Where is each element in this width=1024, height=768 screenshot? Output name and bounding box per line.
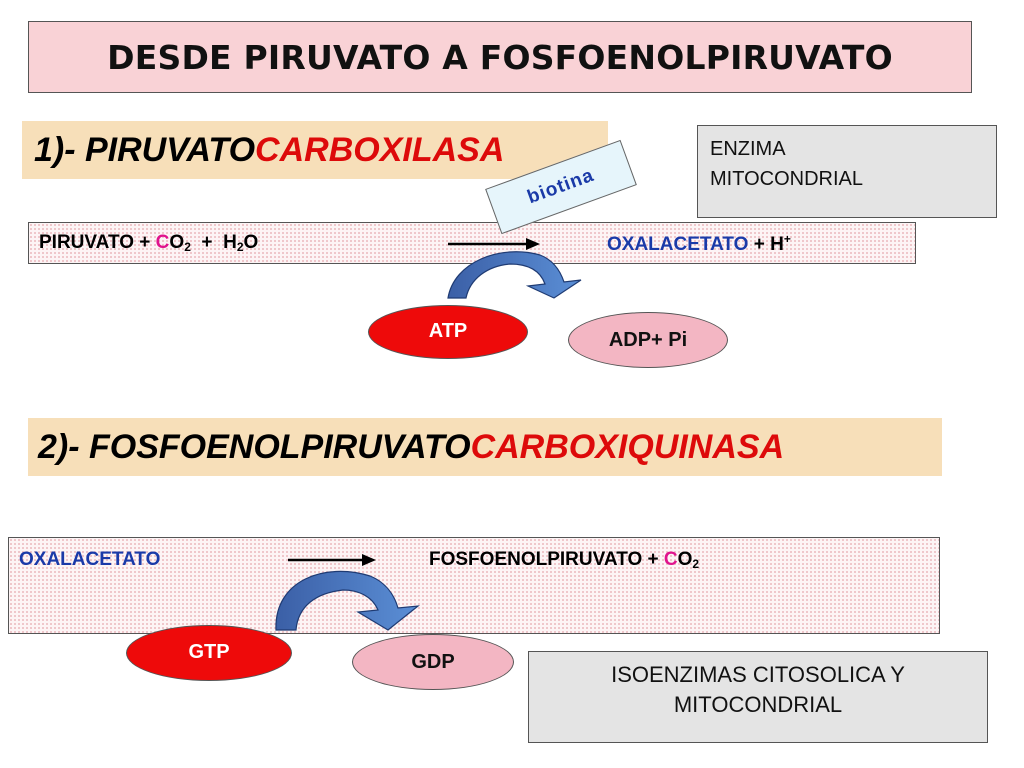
reaction1-box: PIRUVATO + CO2 + H2O OXALACETATO + H+: [28, 222, 916, 264]
reaction1-arrow: [448, 238, 540, 250]
co2-oxygen: O: [677, 549, 693, 570]
atp-ellipse: ATP: [368, 305, 528, 359]
reactant-piruvato: PIRUVATO: [39, 232, 135, 253]
h2o-subscript: 2: [236, 240, 244, 254]
co2-subscript: 2: [692, 557, 700, 571]
h2o-oxygen: O: [243, 232, 259, 253]
step1-prefix: 1)- PIRUVATO: [34, 130, 256, 169]
reaction1-products: OXALACETATO + H+: [607, 232, 791, 256]
page-title: DESDE PIRUVATO A FOSFOENOLPIRUVATO: [107, 37, 893, 77]
reaction1-reactants: PIRUVATO + CO2 + H2O: [39, 232, 258, 254]
note-mitochondrial-enzyme: ENZIMA MITOCONDRIAL: [697, 125, 997, 218]
co2-carbon: C: [663, 549, 678, 570]
step2-banner: 2)- FOSFOENOLPIRUVATO CARBOXIQUINASA: [28, 418, 942, 476]
note1-line1: ENZIMA: [710, 138, 786, 160]
step2-prefix: 2)- FOSFOENOLPIRUVATO: [38, 427, 471, 466]
proton-superscript: +: [783, 232, 791, 246]
reactant-oxalacetato: OXALACETATO: [19, 549, 161, 570]
reaction2-products: FOSFOENOLPIRUVATO + CO2: [429, 549, 699, 571]
reaction2-curved-arrow: [275, 570, 420, 631]
product-oxalacetato: OXALACETATO: [607, 234, 749, 255]
plus-proton: + H: [748, 234, 784, 255]
note1-line2: MITOCONDRIAL: [710, 168, 863, 190]
adp-pi-ellipse: ADP+ Pi: [568, 312, 728, 368]
reaction1-curved-arrow: [447, 251, 582, 299]
step2-enzyme: CARBOXIQUINASA: [470, 427, 785, 466]
title-box: DESDE PIRUVATO A FOSFOENOLPIRUVATO: [28, 21, 972, 93]
product-fosfoenolpiruvato: FOSFOENOLPIRUVATO: [429, 549, 643, 570]
note2-line2: MITOCONDRIAL: [673, 692, 843, 717]
gdp-ellipse: GDP: [352, 634, 514, 690]
co2-subscript: 2: [184, 240, 191, 254]
gtp-ellipse: GTP: [126, 625, 292, 681]
note2-line1: ISOENZIMAS CITOSOLICA Y: [611, 662, 905, 687]
note-isoenzymes: ISOENZIMAS CITOSOLICA Y MITOCONDRIAL: [528, 651, 988, 743]
plus-h2o: + H: [190, 232, 237, 253]
plus-sign: +: [642, 549, 664, 570]
plus-sign: +: [134, 232, 156, 253]
co2-carbon: C: [155, 232, 170, 253]
reaction2-arrow: [288, 554, 376, 566]
co2-oxygen: O: [169, 232, 185, 253]
step1-enzyme: CARBOXILASA: [255, 130, 505, 169]
step1-banner: 1)- PIRUVATO CARBOXILASA: [22, 121, 608, 179]
reaction2-box: OXALACETATO FOSFOENOLPIRUVATO + CO2: [8, 537, 940, 634]
